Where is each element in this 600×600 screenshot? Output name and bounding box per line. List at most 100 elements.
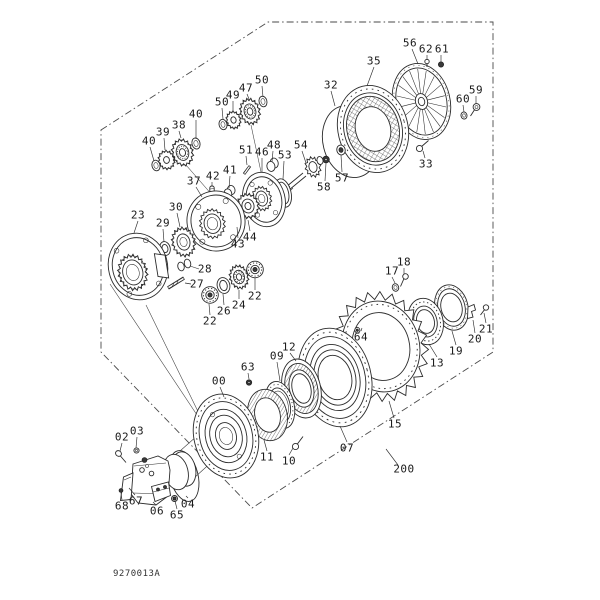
spoke-line bbox=[417, 68, 421, 94]
leader-line bbox=[128, 487, 136, 496]
part-number-label: 10 bbox=[282, 455, 296, 468]
part-51-pin bbox=[242, 165, 252, 175]
part-17-washer bbox=[391, 283, 400, 292]
leader-line bbox=[472, 319, 476, 334]
part-number-label: 32 bbox=[324, 79, 338, 92]
leader-line bbox=[189, 265, 200, 270]
part-22-bearing-a bbox=[201, 286, 219, 304]
spoke-line bbox=[424, 108, 434, 133]
leader-line bbox=[462, 104, 465, 113]
leader-line bbox=[133, 220, 139, 234]
leader-line bbox=[289, 352, 297, 362]
part-number-label: 50 bbox=[255, 74, 269, 87]
motor-top-plug bbox=[141, 457, 148, 463]
spoke-line bbox=[427, 95, 445, 101]
part-number-label: 40 bbox=[142, 135, 156, 148]
cover-spokes bbox=[396, 68, 447, 135]
part-number-label: 03 bbox=[130, 425, 144, 438]
assembly-boundary-outline bbox=[100, 21, 494, 509]
spoke-line bbox=[398, 85, 416, 98]
part-20-stopper bbox=[467, 303, 477, 320]
part-40-washer-left bbox=[151, 159, 161, 172]
part-number-label: 22 bbox=[248, 290, 262, 303]
part-number-label: 40 bbox=[189, 108, 203, 121]
leader-line bbox=[245, 155, 248, 166]
part-50-washer-right bbox=[258, 95, 268, 108]
part-number-label: 48 bbox=[267, 139, 281, 152]
leader-line bbox=[340, 154, 343, 173]
part-61-plug bbox=[437, 61, 444, 68]
part-number-label: 57 bbox=[335, 172, 349, 185]
part-number-label: 42 bbox=[206, 170, 220, 183]
leader-line bbox=[483, 312, 487, 324]
part-21-screw bbox=[480, 304, 490, 316]
spoke-line bbox=[409, 70, 419, 95]
part-49-gear bbox=[225, 109, 242, 131]
part-number-label: 37 bbox=[187, 175, 201, 188]
leader-line bbox=[360, 327, 363, 332]
part-28-roller bbox=[177, 258, 192, 272]
part-37-carrier bbox=[186, 190, 246, 252]
leader-line bbox=[261, 85, 264, 98]
part-54-shaft bbox=[285, 155, 324, 193]
spoke-line bbox=[427, 105, 445, 118]
drawing-number: 9270013A bbox=[113, 569, 160, 579]
leader-line bbox=[176, 212, 181, 228]
part-number-label: 62 bbox=[419, 43, 433, 56]
part-number-label: 26 bbox=[217, 305, 231, 318]
part-number-label: 38 bbox=[172, 119, 186, 132]
leader-line bbox=[174, 500, 178, 510]
part-number-label: 60 bbox=[456, 93, 470, 106]
leader-line bbox=[247, 219, 251, 232]
part-number-label: 30 bbox=[169, 201, 183, 214]
part-38-planet-gear bbox=[170, 138, 195, 167]
part-number-label: 29 bbox=[156, 217, 170, 230]
part-number-label: 41 bbox=[223, 164, 237, 177]
part-number-label: 20 bbox=[468, 333, 482, 346]
leader-line bbox=[301, 150, 307, 164]
leader-line bbox=[163, 137, 166, 151]
leader-line bbox=[366, 66, 375, 87]
part-22-bearing-b bbox=[246, 260, 264, 279]
leader-line bbox=[162, 228, 165, 243]
part-number-label: 00 bbox=[212, 375, 226, 388]
part-number-label: 64 bbox=[354, 331, 368, 344]
part-57-plug bbox=[336, 144, 346, 156]
leader-line bbox=[330, 90, 336, 107]
spoke-line bbox=[416, 108, 421, 133]
part-03-washer bbox=[133, 447, 140, 454]
part-number-label: 54 bbox=[294, 139, 308, 152]
spoke-line bbox=[426, 84, 441, 98]
part-number-label: 58 bbox=[317, 181, 331, 194]
leader-line bbox=[152, 501, 157, 506]
part-33-bolt bbox=[415, 140, 429, 153]
part-number-label: 43 bbox=[231, 238, 245, 251]
leader-line bbox=[422, 150, 426, 159]
part-number-label: 53 bbox=[278, 149, 292, 162]
part-number-label: 61 bbox=[435, 43, 449, 56]
part-18-bolt bbox=[400, 273, 409, 287]
part-number-label: 09 bbox=[270, 350, 284, 363]
part-number-label: 65 bbox=[170, 509, 184, 522]
part-number-label: 44 bbox=[243, 231, 257, 244]
part-number-label: 49 bbox=[226, 89, 240, 102]
part-number-label: 47 bbox=[239, 82, 253, 95]
leader-line bbox=[324, 162, 327, 182]
leader-line bbox=[221, 107, 224, 120]
part-number-label: 68 bbox=[115, 500, 129, 513]
leader-line bbox=[339, 425, 348, 443]
part-24-gear bbox=[228, 264, 250, 290]
leader-line bbox=[195, 186, 203, 198]
leader-line bbox=[236, 226, 239, 239]
spoke-line bbox=[408, 107, 419, 127]
part-number-label: 04 bbox=[181, 498, 195, 511]
part-65-plug bbox=[171, 495, 178, 502]
spoke-line bbox=[425, 107, 441, 127]
part-number-label: 17 bbox=[385, 265, 399, 278]
leader-line bbox=[271, 150, 274, 163]
part-number-label: 13 bbox=[430, 357, 444, 370]
leader-line bbox=[119, 442, 123, 452]
spoke-line bbox=[402, 76, 418, 96]
leader-line bbox=[282, 160, 285, 180]
